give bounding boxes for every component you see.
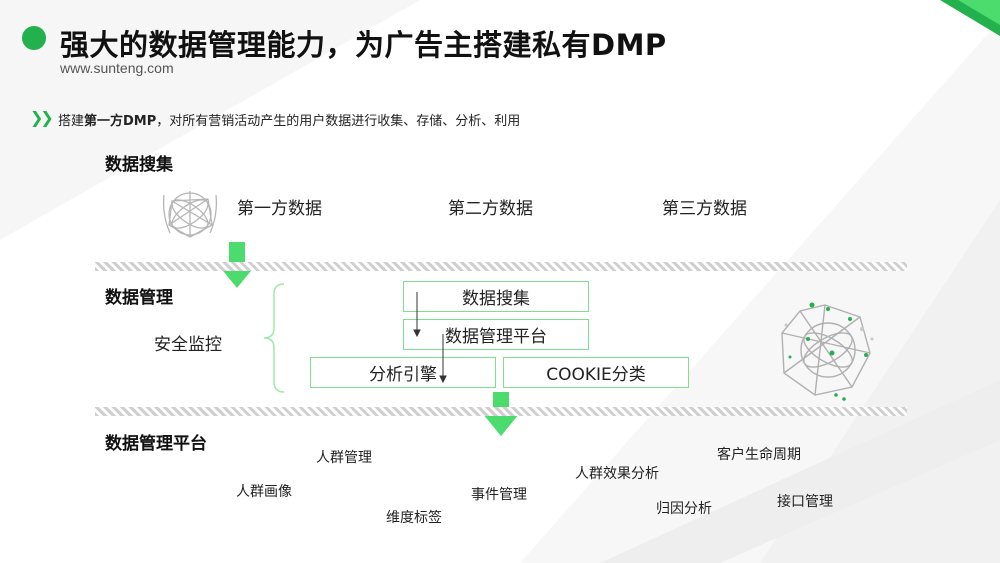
subtitle-highlight: 第一方DMP [84,114,157,129]
title-dot-icon [22,26,46,50]
page-title: 强大的数据管理能力，为广告主搭建私有DMP [60,28,667,62]
globe-icon [162,191,218,238]
data-source-third: 第三方数据 [662,199,747,219]
network-globe-icon [781,302,874,401]
double-chevron-icon: ❯❯ [30,108,54,127]
security-monitor-label: 安全监控 [154,335,222,355]
box-data-platform: 数据管理平台 [403,319,589,350]
subtitle: 搭建第一方DMP，对所有营销活动产生的用户数据进行收集、存储、分析、利用 [58,110,520,129]
section-divider [95,407,907,416]
feature-crowd-effect-analysis: 人群效果分析 [575,466,659,482]
box-cookie-classification: COOKIE分类 [503,357,689,388]
feature-api-management: 接口管理 [777,494,833,510]
subtitle-prefix: 搭建 [58,114,85,129]
data-source-first: 第一方数据 [237,199,322,219]
connector-arrows [413,292,447,384]
corner-triangle-icon [940,0,1000,36]
feature-crowd-profile: 人群画像 [236,484,292,500]
data-source-second: 第二方数据 [448,199,533,219]
feature-customer-lifecycle: 客户生命周期 [717,447,801,463]
section-title-management: 数据管理 [105,288,173,308]
section-title-platform: 数据管理平台 [105,434,207,454]
subtitle-suffix: ，对所有营销活动产生的用户数据进行收集、存储、分析、利用 [156,114,521,129]
feature-event-management: 事件管理 [471,487,527,503]
section-title-collection: 数据搜集 [105,155,173,175]
feature-dimension-tags: 维度标签 [386,510,442,526]
brace-bracket [263,283,285,393]
box-analysis-engine: 分析引擎 [310,357,496,388]
website-url: www.sunteng.com [60,60,174,76]
feature-crowd-management: 人群管理 [316,450,372,466]
section-divider [95,262,907,271]
box-data-collection: 数据搜集 [403,281,589,312]
feature-attribution-analysis: 归因分析 [656,501,712,517]
